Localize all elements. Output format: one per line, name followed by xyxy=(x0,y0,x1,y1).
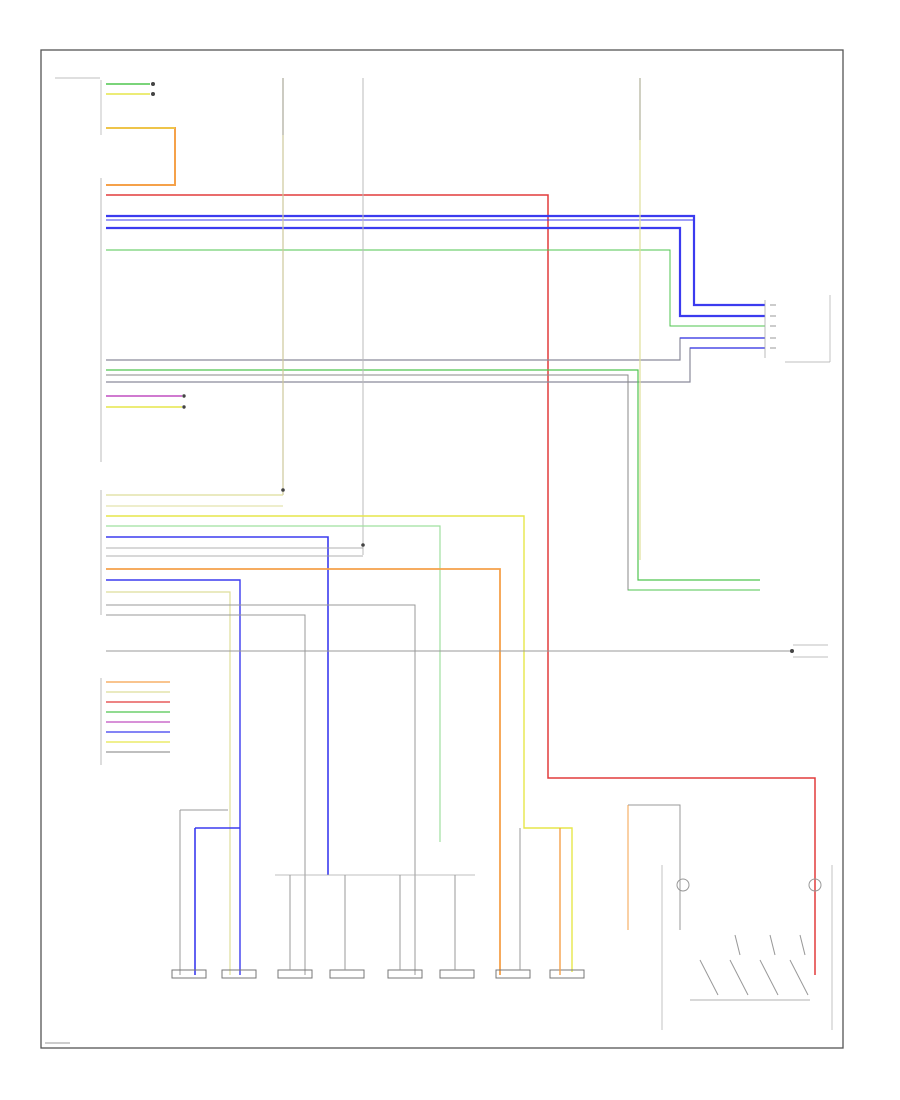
speaker-front-door-left xyxy=(277,875,313,979)
wire-blue-1 xyxy=(106,214,765,307)
speaker-front-left xyxy=(171,809,240,979)
speaker-left-rear-door xyxy=(387,875,423,979)
diagram-frame xyxy=(40,49,844,1049)
wire-yellow-lower xyxy=(106,515,573,972)
right-connector xyxy=(764,295,831,363)
speaker-left-rear xyxy=(495,828,531,979)
wire-orange-lower xyxy=(106,568,501,975)
steering-control-switches xyxy=(627,804,833,1030)
speaker-passenger-door xyxy=(221,969,257,979)
wire-blue-lower xyxy=(106,536,329,875)
wire-blue-2 xyxy=(106,226,765,318)
wire-color-legend xyxy=(106,681,170,753)
wire-green-lower xyxy=(106,525,441,842)
speaker-front-door-right xyxy=(329,875,365,979)
speaker-right-rear-door xyxy=(439,875,475,979)
wire-red xyxy=(106,194,816,975)
wire-green-antenna xyxy=(106,369,760,581)
wire-orange-top xyxy=(106,127,176,186)
wire-green-1 xyxy=(106,249,765,327)
speaker-right-rear xyxy=(549,828,585,979)
